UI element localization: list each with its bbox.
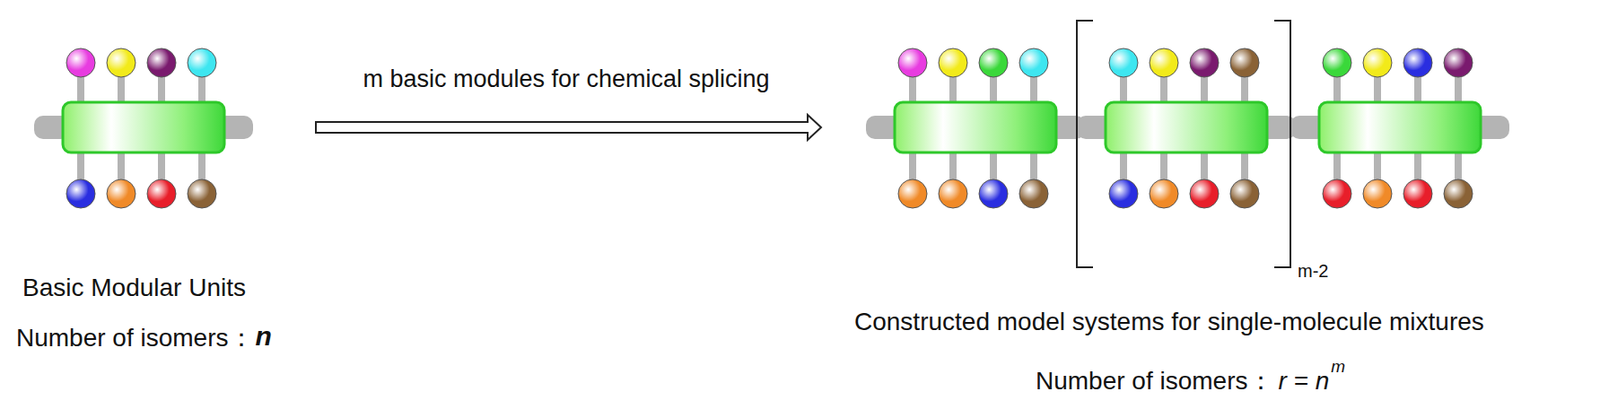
substituent-ball [106, 48, 136, 78]
basic-module [34, 48, 254, 209]
substituent-ball [1189, 48, 1219, 78]
substituent-ball [187, 179, 217, 209]
repeat-bracket [1274, 20, 1291, 268]
arrow-label: m basic modules for chemical splicing [362, 64, 770, 94]
substituent-ball [1230, 179, 1260, 209]
substituent-ball [938, 179, 968, 209]
substituent-ball [147, 179, 176, 209]
substituent-ball [1189, 179, 1219, 209]
substituent-ball [1403, 48, 1433, 78]
isomer-count-label: Number of isomers： [16, 323, 254, 354]
substituent-ball [1109, 179, 1138, 209]
substituent-ball [1322, 179, 1352, 209]
unit-title: Basic Modular Units [22, 272, 246, 304]
basic-module [1076, 48, 1296, 209]
repeat-bracket [1076, 20, 1093, 268]
substituent-ball [1322, 48, 1352, 78]
substituent-ball [1019, 179, 1049, 209]
substituent-ball [979, 48, 1008, 78]
system-title: Constructed model systems for single-mol… [854, 306, 1485, 338]
isomer-symbol: n [255, 320, 272, 353]
substituent-ball [898, 48, 927, 78]
isomer-count-label: Number of isomers： [1035, 366, 1274, 397]
substituent-ball [1149, 179, 1179, 209]
basic-module [865, 48, 1085, 209]
basic-module [1290, 48, 1510, 209]
substituent-ball [1443, 179, 1473, 209]
substituent-ball [1363, 179, 1392, 209]
substituent-ball [898, 179, 927, 209]
module-bar [62, 102, 225, 153]
module-bar [894, 102, 1057, 153]
substituent-ball [1230, 48, 1260, 78]
isomer-formula: r = n [1278, 366, 1330, 397]
substituent-ball [979, 179, 1008, 209]
substituent-ball [1403, 179, 1433, 209]
substituent-ball [1149, 48, 1179, 78]
substituent-ball [938, 48, 968, 78]
substituent-ball [66, 179, 96, 209]
substituent-ball [1019, 48, 1049, 78]
isomer-exponent: m [1330, 357, 1346, 378]
module-bar [1319, 102, 1481, 153]
substituent-ball [1443, 48, 1473, 78]
substituent-ball [106, 179, 136, 209]
substituent-ball [187, 48, 217, 78]
substituent-ball [1363, 48, 1392, 78]
substituent-ball [147, 48, 176, 78]
repeat-index: m-2 [1297, 260, 1329, 282]
substituent-ball [66, 48, 96, 78]
substituent-ball [1109, 48, 1138, 78]
reaction-arrow [315, 114, 822, 140]
module-bar [1105, 102, 1268, 153]
